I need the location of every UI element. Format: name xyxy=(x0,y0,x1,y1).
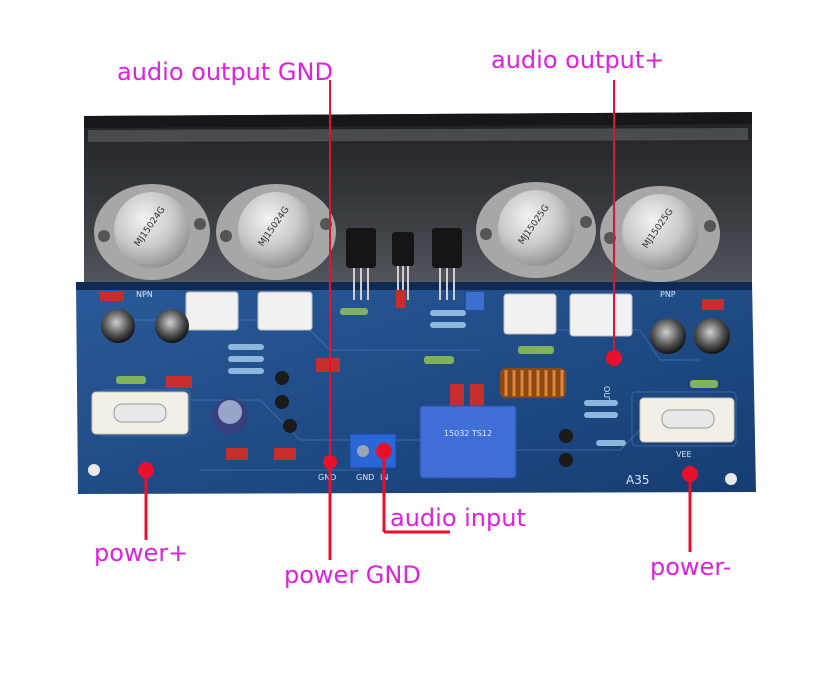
silk-vee-label: VEE xyxy=(676,450,692,459)
small-components xyxy=(100,290,724,467)
pointer-audio-output-plus xyxy=(606,80,622,366)
label-power-plus: power+ xyxy=(94,539,189,567)
driver-transistors xyxy=(346,228,462,300)
cement-resistors xyxy=(185,291,633,337)
silk-gnd-in-label: GND xyxy=(356,473,374,482)
electrolytic-capacitors xyxy=(101,309,730,434)
silk-out-label: OUT xyxy=(602,386,611,403)
power-transistor: MJ15025G xyxy=(600,186,720,282)
silk-pnp-label: PNP xyxy=(660,290,676,299)
pointer-audio-input xyxy=(376,443,450,534)
label-audio-input: audio input xyxy=(390,504,526,532)
silk-gnd-label: GND xyxy=(318,473,336,482)
pointer-power-gnd xyxy=(323,455,337,560)
label-audio-output-gnd: audio output GND xyxy=(117,58,333,86)
film-capacitor: 15032 TS12 xyxy=(419,405,517,479)
power-transistor: MJ15025G xyxy=(476,182,596,278)
power-transistor: MJ15024G xyxy=(94,184,210,280)
label-power-minus: power- xyxy=(650,553,732,581)
power-transistor: MJ15024G xyxy=(216,184,336,280)
capacitor-marking: 15032 TS12 xyxy=(444,429,492,438)
fuse-holders xyxy=(91,391,735,443)
label-power-gnd: power GND xyxy=(284,561,421,589)
pointer-power-plus xyxy=(138,462,154,540)
output-inductor xyxy=(500,368,566,398)
silk-model-label: A35 xyxy=(626,473,649,487)
silk-npn-label: NPN xyxy=(136,290,153,299)
pointer-power-minus xyxy=(682,466,698,552)
label-audio-output-plus: audio output+ xyxy=(491,46,665,74)
